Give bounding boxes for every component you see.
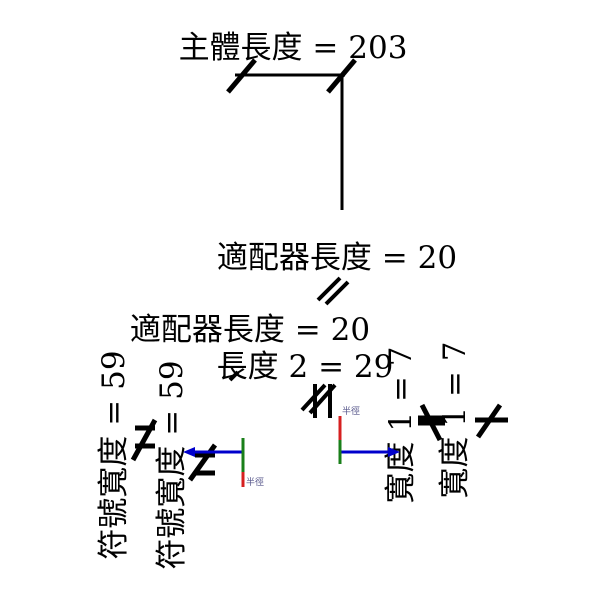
arrow-left-icon [183,447,195,457]
radius-label: 半徑 [246,476,264,488]
radius-label: 半徑 [342,405,360,417]
right-connector[interactable]: 半徑 [338,405,400,464]
adapter-length-label[interactable]: 適配器長度 = 20 [217,240,457,276]
length-2-ticks [300,383,337,418]
symbol-width-label-2[interactable]: 符號寬度 = 59 [154,360,190,569]
length-2-label[interactable]: 長度 2 = 29 [217,349,394,385]
dimension-tick [226,58,257,94]
width-1-label[interactable]: 寬度 1 = 7 [383,347,419,504]
adapter-length-label-2[interactable]: 適配器長度 = 20 [130,312,370,348]
arrow-right-icon [388,447,400,457]
body-length-label[interactable]: 主體長度 = 203 [179,30,408,66]
symbol-width-label[interactable]: 符號寬度 = 59 [96,350,132,559]
dimension-tick [228,370,240,382]
left-connector[interactable]: 半徑 [183,438,264,488]
width-1-ticks [418,403,508,442]
adapter-length-ticks [316,276,350,306]
